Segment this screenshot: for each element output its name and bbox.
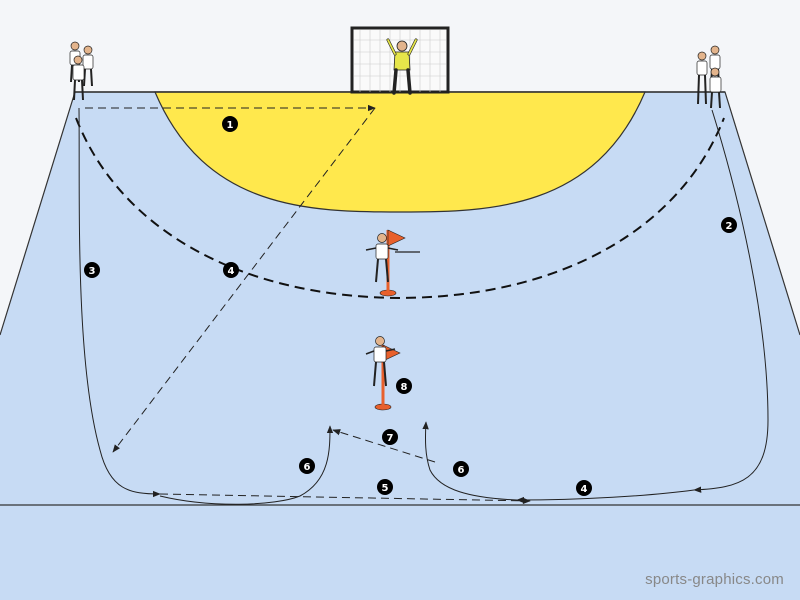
pass-path-5 [159,493,531,505]
player-group-left [69,41,94,101]
svg-text:3: 3 [89,266,96,277]
watermark: sports-graphics.com [645,571,784,588]
marker-5: 5 [377,479,393,495]
goalkeeper-figure [386,38,418,95]
pass-path-7 [332,429,436,463]
svg-text:6: 6 [458,465,465,476]
marker-3: 3 [84,262,100,278]
svg-text:8: 8 [401,382,408,393]
svg-text:1: 1 [227,120,234,131]
svg-text:4: 4 [581,484,588,495]
svg-text:7: 7 [387,433,394,444]
pass-path-long-diagonal [112,107,376,453]
marker-6-right: 6 [453,461,469,477]
marker-7: 7 [382,429,398,445]
run-path-6-left [159,425,334,505]
svg-text:6: 6 [304,462,311,473]
goal-area [154,91,646,213]
run-path-6-right [422,421,518,501]
player-group-right [696,45,722,109]
marker-8: 8 [396,378,412,394]
marker-2: 2 [721,217,737,233]
marker-1: 1 [222,116,238,132]
run-path-4 [516,489,695,504]
run-path-3 [78,107,161,498]
run-path-2 [693,109,769,493]
defender-bottom-figure [365,336,401,411]
marker-6-left: 6 [299,458,315,474]
marker-4-bottom: 4 [576,480,592,496]
defender-top-figure [365,229,420,297]
court-area [0,92,800,600]
svg-text:2: 2 [726,221,733,232]
free-throw-line [75,117,725,300]
svg-text:5: 5 [382,483,389,494]
svg-text:4: 4 [228,266,235,277]
marker-4-free-throw: 4 [223,262,239,278]
